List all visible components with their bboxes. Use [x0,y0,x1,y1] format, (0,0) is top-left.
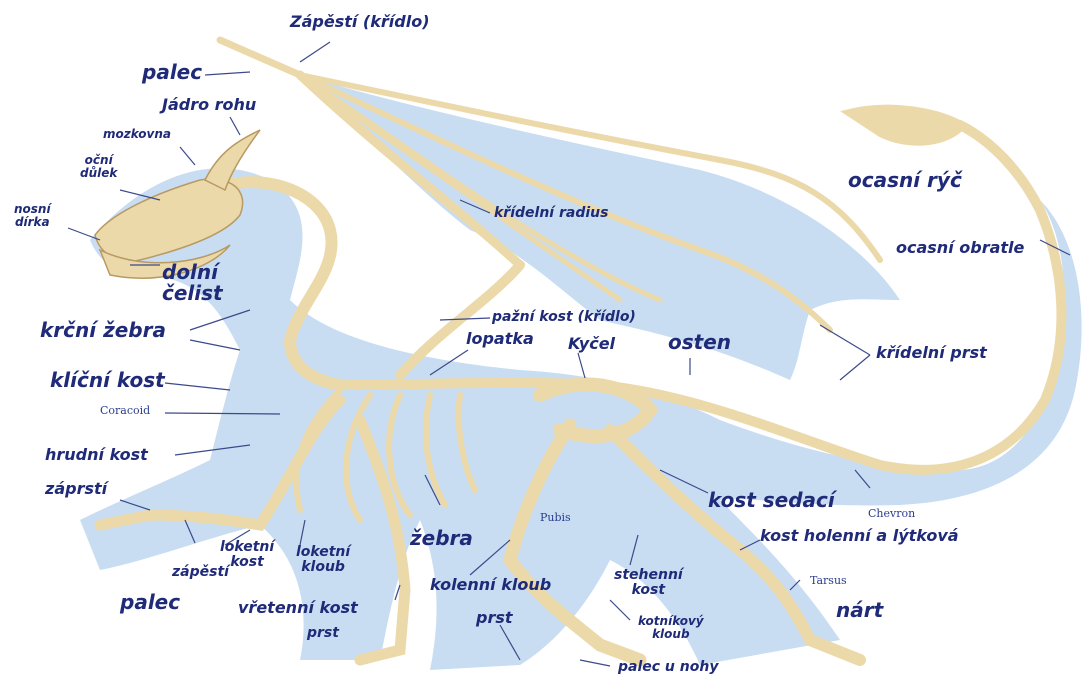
label-eye-socket: oční důlek [80,154,117,179]
label-elbow-line2: kloub [296,560,350,575]
label-tibia-fibula: kost holenní a lýtková [760,528,959,545]
label-neck-ribs: krční žebra [40,320,166,341]
label-lower-jaw: dolní čelist [162,262,223,304]
label-thumb-front: palec [120,592,180,613]
label-lower-jaw-line1: dolní [162,262,223,283]
wing-thumb [220,40,300,75]
label-humerus: pažní kost (křídlo) [492,310,636,325]
label-hip: Kyčel [568,336,615,353]
label-wing-finger: křídelní prst [876,345,987,362]
label-wing-radius: křídelní radius [494,206,608,221]
label-tail-spade: ocasní rýč [848,170,962,191]
label-ankle: kotníkový kloub [638,615,704,640]
label-femur: stehenní kost [614,568,683,597]
label-elbow-line1: loketní [296,545,350,560]
tail-spade [845,107,965,144]
label-thumb-wing: palec [142,62,202,83]
label-breastbone: hrudní kost [45,447,148,464]
label-knee: kolenní kloub [430,577,551,594]
label-lower-jaw-line2: čelist [162,283,223,304]
label-chevron: Chevron [868,508,915,520]
label-ischium: kost sedací [708,490,835,511]
label-pubis: Pubis [540,512,571,524]
label-ankle-line2: kloub [638,628,704,641]
label-coracoid: Coracoid [100,405,150,417]
label-collarbone: klíční kost [50,370,165,391]
label-toe-rear: prst [476,610,513,627]
label-femur-line1: stehenní [614,568,683,583]
label-nostril-line2: dírka [14,216,51,229]
label-ribs: žebra [410,528,473,549]
label-ankle-line1: kotníkový [638,615,704,628]
label-ulna-line2: kost [220,555,274,570]
label-femur-line2: kost [614,583,683,598]
label-ulna-line1: loketní [220,540,274,555]
label-metatarsus: nárt [836,600,883,621]
label-radius: vřetenní kost [238,600,358,617]
label-nostril-line1: nosní [14,203,51,216]
label-nostril: nosní dírka [14,203,51,228]
label-metacarpus: záprstí [45,481,107,498]
label-horn-core: Jádro rohu [162,97,256,114]
label-shoulder-blade: lopatka [466,331,534,348]
label-wing-wrist: Zápěstí (křídlo) [290,14,430,31]
label-ulna: loketní kost [220,540,274,569]
label-hind-thumb: palec u nohy [618,660,718,675]
label-spine-spike: osten [668,332,731,353]
label-finger-front: prst [307,626,339,641]
label-tail-vertebrae: ocasní obratle [896,240,1024,257]
label-eye-socket-line2: důlek [80,167,117,180]
label-elbow: loketní kloub [296,545,350,574]
label-braincase: mozkovna [103,128,171,141]
label-eye-socket-line1: oční [80,154,117,167]
label-tarsus: Tarsus [810,575,847,587]
